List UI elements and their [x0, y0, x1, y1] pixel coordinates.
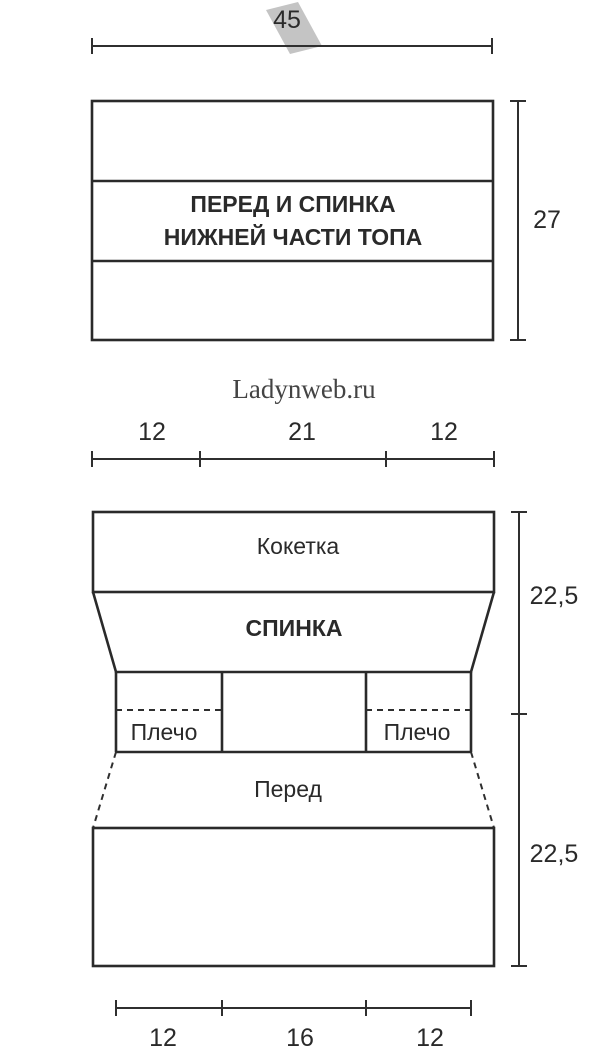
yoke-panel	[91, 510, 496, 594]
back-label: СПИНКА	[246, 615, 343, 641]
right-dim-upper-label: 22,5	[530, 582, 579, 610]
front-lower-panel	[91, 826, 496, 968]
top-piece-outline	[90, 99, 495, 342]
top-dim-center-label: 21	[288, 418, 316, 446]
bottom-dim-right-label: 12	[416, 1024, 444, 1051]
yoke-label: Кокетка	[257, 533, 340, 559]
front-label: Перед	[254, 776, 322, 802]
top-width-dim-label: 45	[273, 6, 301, 34]
shoulder-right-label: Плечо	[384, 719, 451, 745]
tape-mark	[266, 2, 322, 54]
top-piece-title-line2: НИЖНЕЙ ЧАСТИ ТОПА	[164, 223, 423, 250]
top-piece-title-line1: ПЕРЕД И СПИНКА	[190, 191, 395, 217]
right-dim-lower-label: 22,5	[530, 840, 579, 868]
top-height-dim-label: 27	[533, 206, 561, 234]
bottom-dim-center-label: 16	[286, 1024, 314, 1051]
shoulder-left-label: Плечо	[131, 719, 198, 745]
top-dim-left-label: 12	[138, 418, 166, 446]
front-right-dashed-edge	[470, 751, 495, 829]
front-left-dashed-edge	[92, 751, 117, 829]
top-dim-right-label: 12	[430, 418, 458, 446]
watermark: Ladynweb.ru	[232, 374, 376, 404]
bottom-dim-left-label: 12	[149, 1024, 177, 1051]
back-panel	[91, 591, 496, 674]
